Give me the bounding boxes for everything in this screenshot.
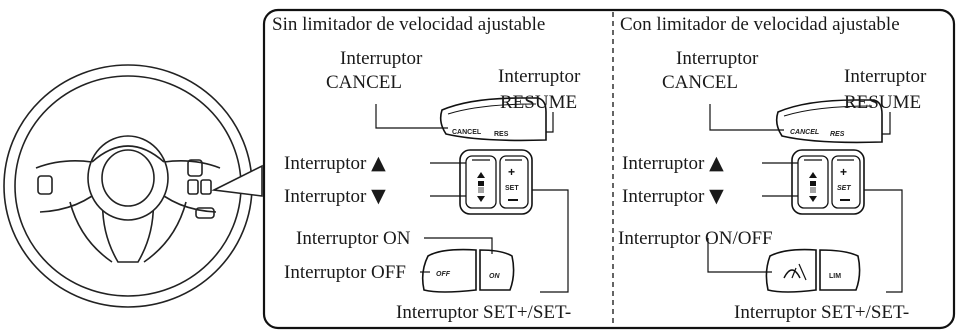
left-cancel-label-line2: CANCEL	[326, 72, 402, 93]
right-up-label: Interruptor ▲	[622, 152, 724, 175]
right-onoff-label: Interruptor ON/OFF	[618, 228, 773, 249]
right-res-text: RES	[830, 131, 845, 138]
right-down-label: Interruptor ▼	[622, 185, 724, 208]
left-cancel-text: CANCEL	[452, 129, 482, 136]
left-set-text: SET	[505, 185, 519, 192]
right-switch-block: + SET	[791, 149, 865, 215]
right-up-label-text: Interruptor	[622, 153, 705, 174]
right-cancel-label-line2: CANCEL	[662, 72, 738, 93]
right-resume-label-line2: RESUME	[844, 92, 922, 113]
right-cancel-res-paddle: CANCEL RES	[775, 99, 883, 144]
right-down-label-text: Interruptor	[622, 186, 705, 207]
left-off-text: OFF	[436, 271, 451, 278]
up-triangle-icon: ▲	[371, 152, 386, 174]
left-panel-title: Sin limitador de velocidad ajustable	[272, 14, 546, 35]
callout-pointer	[211, 164, 263, 197]
callout-box	[262, 8, 956, 330]
svg-text:+: +	[840, 165, 847, 179]
left-on-off-buttons: OFF ON	[421, 248, 515, 293]
left-up-label: Interruptor ▲	[284, 152, 386, 175]
steering-wheel	[3, 64, 253, 308]
right-resume-label-line1: Interruptor	[844, 66, 927, 87]
up-triangle-icon: ▲	[709, 152, 724, 174]
down-triangle-icon: ▼	[371, 185, 386, 207]
right-cancel-text: CANCEL	[790, 129, 819, 136]
left-resume-label-line1: Interruptor	[498, 66, 581, 87]
right-lim-text: LIM	[829, 273, 841, 280]
down-triangle-icon: ▼	[709, 185, 724, 207]
right-set-text: SET	[837, 185, 851, 192]
left-set-label: Interruptor SET+/SET-	[396, 302, 572, 323]
left-down-label-text: Interruptor	[284, 186, 367, 207]
right-onoff-lim-buttons: LIM	[765, 248, 861, 293]
left-down-label: Interruptor ▼	[284, 185, 386, 208]
left-switch-block: + SET	[459, 149, 533, 215]
left-resume-label-line2: RESUME	[500, 92, 578, 113]
right-set-label: Interruptor SET+/SET-	[734, 302, 910, 323]
left-cancel-label-line1: Interruptor	[340, 48, 423, 69]
left-res-text: RES	[494, 131, 509, 138]
svg-text:+: +	[508, 165, 515, 179]
left-cancel-res-paddle: CANCEL RES	[439, 97, 547, 142]
left-off-label: Interruptor OFF	[284, 262, 406, 283]
left-on-label: Interruptor ON	[296, 228, 411, 249]
right-panel-title: Con limitador de velocidad ajustable	[620, 14, 900, 35]
right-cancel-label-line1: Interruptor	[676, 48, 759, 69]
left-on-text: ON	[489, 273, 500, 280]
left-up-label-text: Interruptor	[284, 153, 367, 174]
